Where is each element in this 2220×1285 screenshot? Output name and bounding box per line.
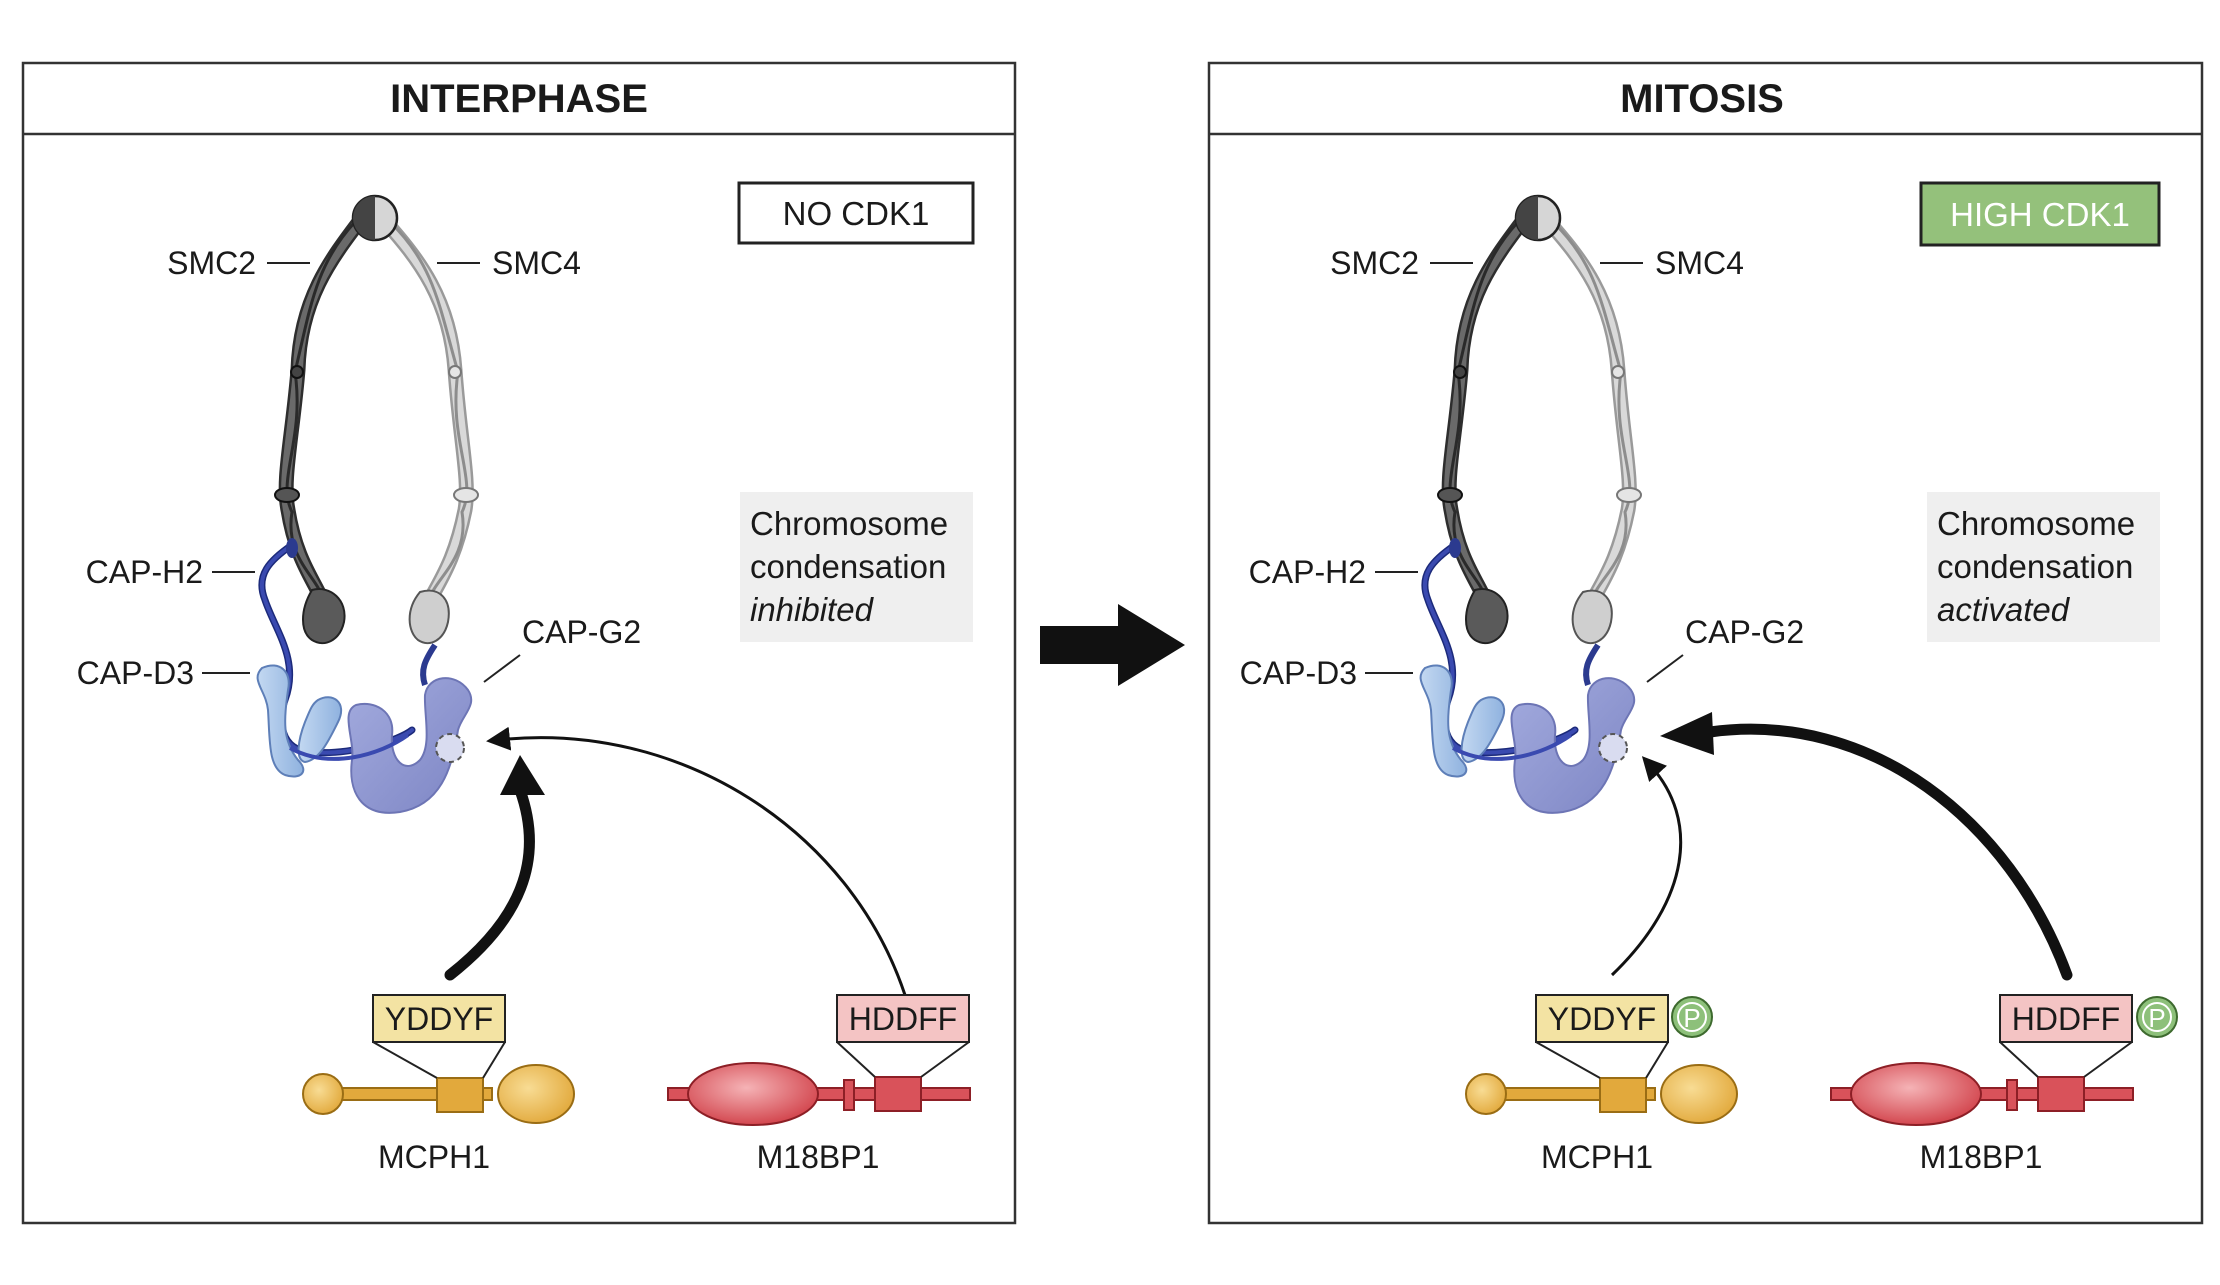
- condensation-line2: condensation: [750, 548, 946, 585]
- condensation-state: inhibited: [750, 591, 875, 628]
- smc4-label: SMC4: [492, 245, 581, 281]
- panel-title: MITOSIS: [1620, 77, 1784, 121]
- condensation-box: [1927, 492, 2160, 642]
- hddff-motif: HDDFF: [2012, 1001, 2120, 1037]
- phospho-label: P: [2148, 1003, 2165, 1033]
- condensation-state: activated: [1937, 591, 2071, 628]
- transition-arrow: [1040, 604, 1185, 686]
- cdk1-status: NO CDK1: [783, 195, 930, 232]
- hddff-motif-box: [836, 994, 970, 1043]
- hddff-motif: HDDFF: [849, 1001, 957, 1037]
- yddyf-motif: YDDYF: [1548, 1001, 1656, 1037]
- condensation-line1: Chromosome: [750, 505, 948, 542]
- cap-h2-label: CAP-H2: [86, 554, 203, 590]
- yddyf-motif-box: [372, 994, 506, 1043]
- m18bp1-binding-arrow: [486, 726, 907, 996]
- m18bp1-binding-arrow: [1704, 723, 2073, 981]
- phospho-label: P: [1683, 1003, 1700, 1033]
- m18bp1-protein: HDDFF P M18BP1: [1830, 994, 2178, 1175]
- smc4-label: SMC4: [1655, 245, 1744, 281]
- cap-g2-label: CAP-G2: [1685, 614, 1804, 650]
- m18bp1-protein: HDDFF M18BP1: [667, 994, 971, 1175]
- m18bp1-label: M18BP1: [757, 1139, 880, 1175]
- mcph1-label: MCPH1: [378, 1139, 490, 1175]
- cap-h2-label: CAP-H2: [1249, 554, 1366, 590]
- mitosis-panel: MITOSIS HIGH CDK1 Chromosome condensatio…: [1207, 61, 2204, 1225]
- condensation-line2: condensation: [1937, 548, 2133, 585]
- condensation-line1: Chromosome: [1937, 505, 2135, 542]
- yddyf-motif: YDDYF: [385, 1001, 493, 1037]
- cdk1-status: HIGH CDK1: [1950, 196, 2130, 233]
- hddff-motif-box: [1999, 994, 2133, 1043]
- m18bp1-label: M18BP1: [1920, 1139, 2043, 1175]
- cdk1-status-box: [1919, 181, 2161, 247]
- condensin-complex: [256, 194, 479, 814]
- yddyf-motif-box: [1535, 994, 1669, 1043]
- mcph1-protein: YDDYF MCPH1: [302, 994, 575, 1175]
- smc2-label: SMC2: [167, 245, 256, 281]
- interphase-panel: INTERPHASE NO CDK1 Chromosome condensati…: [21, 61, 1017, 1225]
- condensation-box: [740, 492, 973, 642]
- condensin-complex: [1419, 194, 1642, 814]
- panel-title: INTERPHASE: [390, 77, 648, 121]
- mcph1-binding-arrow: [1610, 756, 1683, 977]
- mcph1-binding-arrow: [444, 784, 535, 981]
- cdk1-status-box: [737, 181, 975, 245]
- cap-d3-label: CAP-D3: [77, 655, 194, 691]
- cap-d3-label: CAP-D3: [1240, 655, 1357, 691]
- mcph1-protein: YDDYF P MCPH1: [1465, 994, 1738, 1175]
- mcph1-label: MCPH1: [1541, 1139, 1653, 1175]
- smc2-label: SMC2: [1330, 245, 1419, 281]
- cap-g2-label: CAP-G2: [522, 614, 641, 650]
